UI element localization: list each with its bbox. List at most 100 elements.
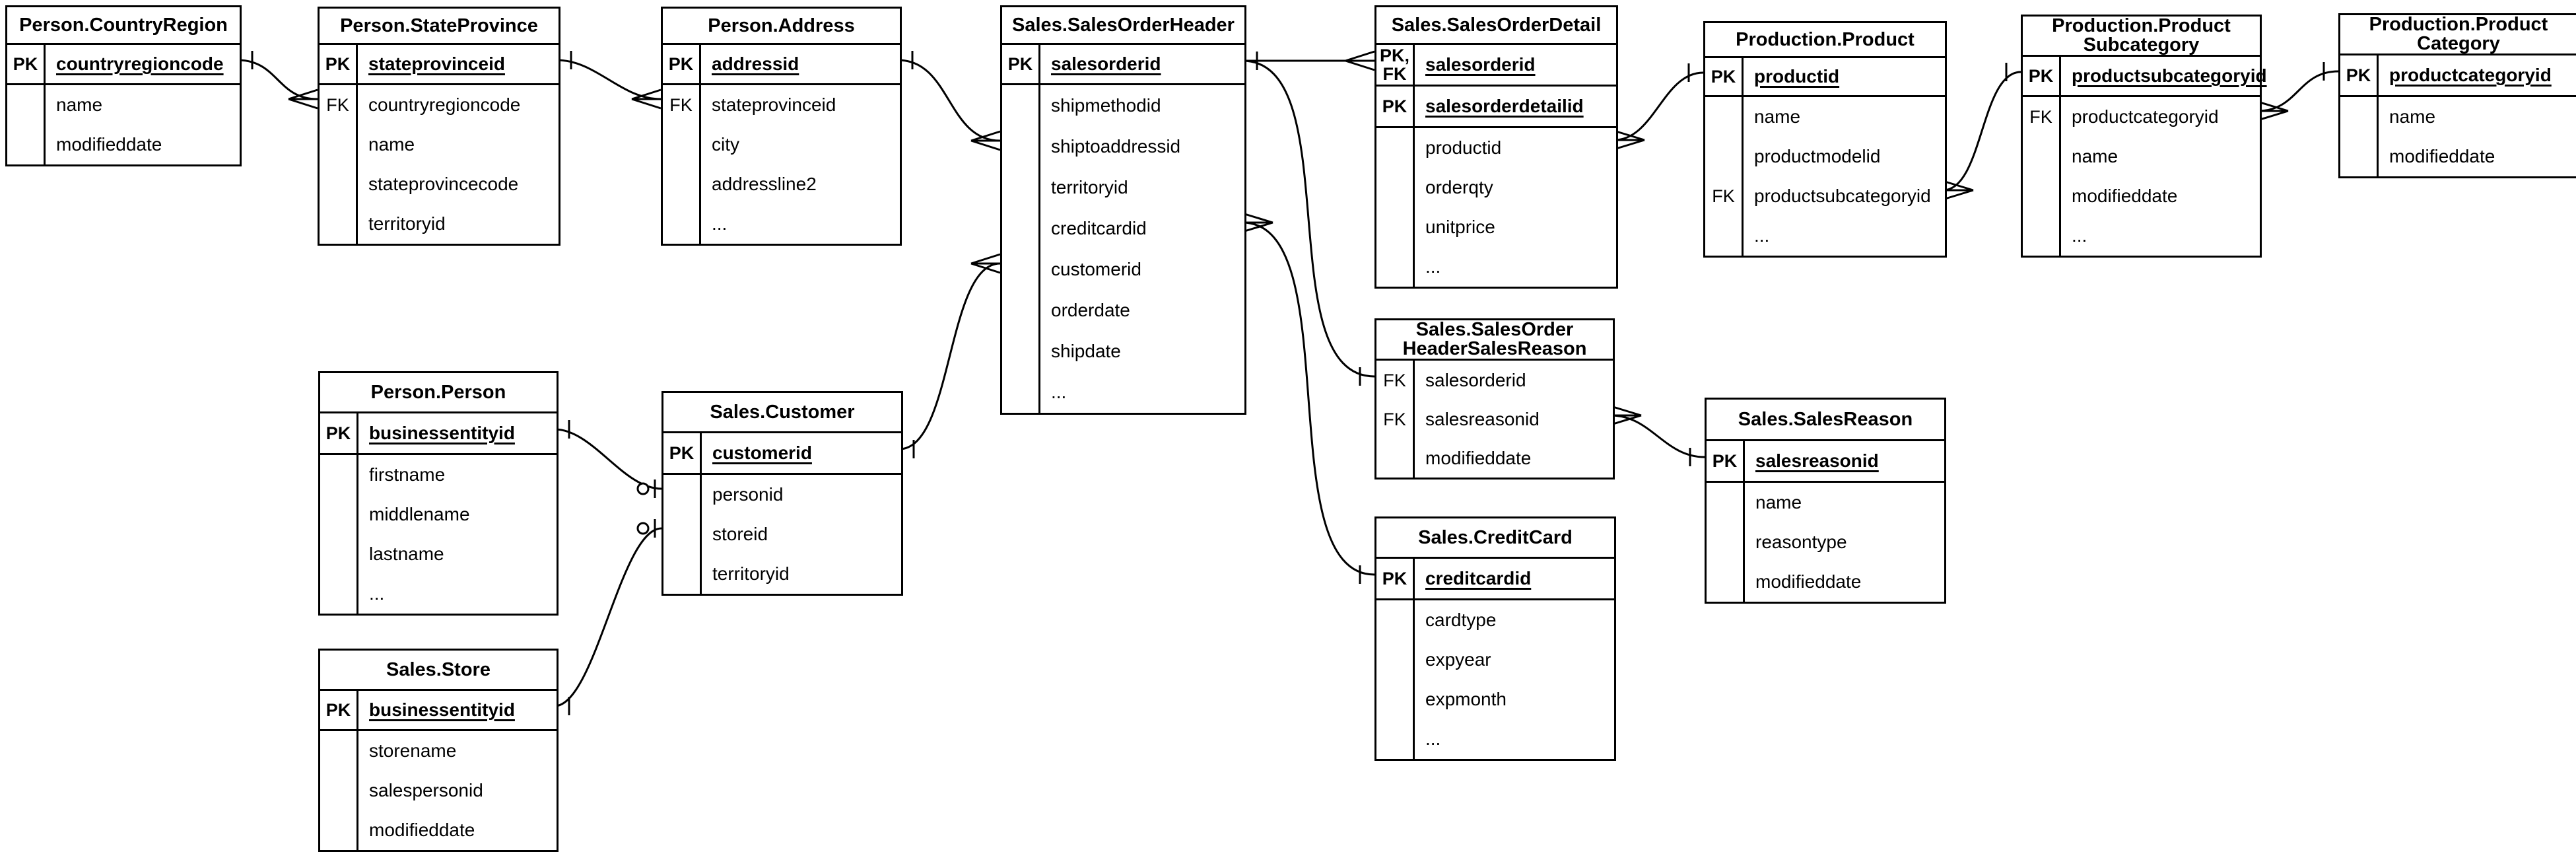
pk-label: PK	[1002, 45, 1040, 83]
row-reasontype: reasontype	[1707, 522, 1944, 562]
pk-label: PK	[320, 45, 358, 83]
column-name: productid	[1425, 137, 1502, 158]
key-label	[1705, 216, 1744, 256]
row-territoryid: territoryid	[1002, 167, 1244, 208]
column-name: productsubcategoryid	[2072, 65, 2267, 86]
table-title: Person.StateProvince	[320, 9, 559, 45]
key-label	[320, 534, 358, 574]
table-title: Sales.Customer	[663, 393, 901, 433]
column-name: territoryid	[1051, 177, 1128, 197]
column-name: ...	[1425, 256, 1441, 277]
pk-fk-label: PK, FK	[1376, 45, 1415, 85]
column-name: firstname	[369, 464, 446, 485]
row-addressid: PK addressid	[663, 45, 900, 83]
relationship-countryregion-stateprovince	[237, 51, 318, 110]
row-countryregioncode: FK countryregioncode	[320, 85, 559, 125]
row-ellipsis: ...	[1002, 372, 1244, 413]
relationship-product-productsubcategory	[1942, 63, 2021, 201]
row-name: name	[2340, 97, 2576, 137]
key-label	[1002, 331, 1040, 372]
row-businessentityid: PK businessentityid	[320, 413, 557, 453]
column-name: ...	[1425, 728, 1441, 749]
row-unitprice: unitprice	[1376, 207, 1616, 247]
column-name: territoryid	[712, 563, 790, 584]
table-sales-salesorderheader: Sales.SalesOrderHeader PK salesorderid s…	[1000, 5, 1246, 415]
row-territoryid: territoryid	[663, 554, 901, 594]
column-name: modifieddate	[1755, 571, 1862, 592]
column-name: addressid	[712, 53, 799, 74]
table-sales-creditcard: Sales.CreditCard PK creditcardid cardtyp…	[1374, 516, 1616, 761]
fields-section: FK salesorderid FK salesreasonid modifie…	[1376, 361, 1613, 478]
row-productid: productid	[1376, 128, 1616, 168]
row-salespersonid: salespersonid	[320, 771, 557, 810]
fields-section: FK stateprovinceid city addressline2 ...	[663, 83, 900, 244]
row-ellipsis: ...	[1376, 247, 1616, 287]
column-name: ...	[1051, 382, 1067, 402]
column-name: ...	[369, 583, 385, 604]
table-person-person: Person.Person PK businessentityid firstn…	[318, 371, 559, 616]
column-name: modifieddate	[1425, 447, 1532, 468]
pkfk-section: PK, FK salesorderid	[1376, 45, 1616, 85]
column-name: expyear	[1425, 649, 1491, 670]
row-personid: personid	[663, 475, 901, 515]
row-customerid: PK customerid	[663, 433, 901, 473]
key-label	[320, 810, 358, 850]
column-name: creditcardid	[1425, 568, 1532, 588]
table-sales-store: Sales.Store PK businessentityid storenam…	[318, 649, 559, 852]
column-name: productid	[1754, 66, 1840, 87]
column-name: salesreasonid	[1755, 450, 1879, 471]
fields-section: cardtype expyear expmonth ...	[1376, 598, 1614, 759]
row-stateprovincecode: stateprovincecode	[320, 164, 559, 204]
pk-section: PK productsubcategoryid	[2023, 57, 2267, 95]
pk-section: PK salesorderdetailid	[1376, 85, 1616, 126]
row-ellipsis: ...	[2023, 216, 2260, 256]
pk-section: PK productcategoryid	[2340, 55, 2576, 95]
key-label	[663, 204, 701, 244]
key-label	[7, 85, 46, 125]
column-name: salespersonid	[369, 780, 483, 800]
column-name: unitprice	[1425, 217, 1495, 237]
key-label	[1002, 85, 1040, 126]
column-name: salesreasonid	[1425, 408, 1540, 429]
crow-foot-many	[1613, 129, 1645, 151]
key-label	[1376, 680, 1415, 719]
key-label	[2340, 97, 2379, 137]
table-person-countryregion: Person.CountryRegion PK countryregioncod…	[5, 5, 242, 166]
key-label	[1376, 207, 1415, 247]
column-name: modifieddate	[369, 820, 475, 840]
key-label	[320, 771, 358, 810]
column-name: ...	[1754, 225, 1770, 246]
row-ellipsis: ...	[1376, 719, 1614, 759]
key-label	[320, 495, 358, 534]
zero-circle	[636, 522, 650, 535]
row-salesreasonid: FK salesreasonid	[1376, 400, 1613, 439]
key-label	[2340, 137, 2379, 176]
column-name: ...	[2072, 225, 2087, 246]
row-name: name	[2023, 137, 2260, 176]
crow-foot-many	[1942, 180, 1974, 201]
pk-label: PK	[7, 45, 46, 83]
fk-label: FK	[1376, 361, 1415, 400]
fields-section: firstname middlename lastname ...	[320, 453, 557, 614]
table-title: Sales.Store	[320, 651, 557, 691]
fields-section: personid storeid territoryid	[663, 473, 901, 594]
row-name: name	[1707, 483, 1944, 522]
column-name: salesorderid	[1051, 53, 1161, 74]
row-storeid: storeid	[663, 515, 901, 554]
row-middlename: middlename	[320, 495, 557, 534]
row-businessentityid: PK businessentityid	[320, 691, 557, 729]
key-label	[320, 164, 358, 204]
pk-section: PK productid	[1705, 58, 1945, 95]
row-productsubcategoryid: FK productsubcategoryid	[1705, 176, 1945, 216]
row-name: name	[1705, 97, 1945, 137]
row-shiptoaddressid: shiptoaddressid	[1002, 126, 1244, 167]
pk-label: PK	[2023, 57, 2061, 95]
table-person-address: Person.Address PK addressid FK stateprov…	[661, 7, 902, 246]
fk-label: FK	[2023, 97, 2061, 137]
pk-label: PK	[1376, 559, 1415, 598]
column-name: salesorderid	[1425, 54, 1536, 75]
pk-label: PK	[663, 433, 702, 473]
column-name: customerid	[712, 443, 812, 463]
